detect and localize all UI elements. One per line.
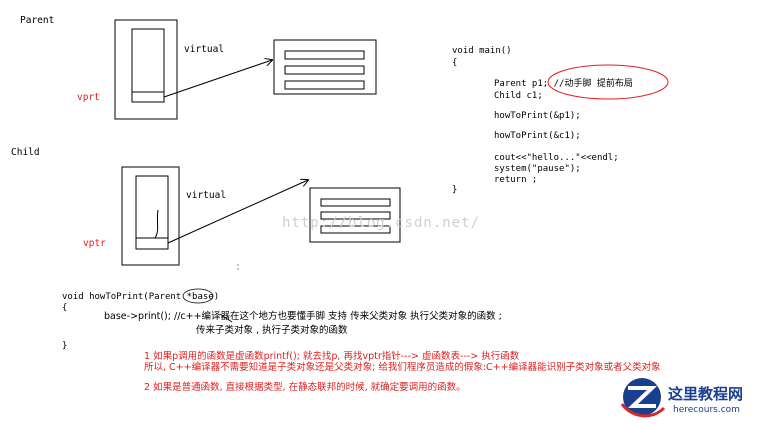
note-line: 2 如果是普通函数, 直接根据类型, 在静态联邦的时候, 就确定要调用的函数。 (144, 381, 466, 393)
parent-vtable-entry (284, 50, 365, 60)
child-vptr-slot (135, 237, 169, 250)
base-scribble (182, 288, 214, 304)
code-line: howToPrint(&p1); (494, 111, 581, 121)
logo-title: 这里教程网 (668, 385, 743, 403)
parent-vptr-arrow (163, 60, 272, 98)
parent-virtual-label: virtual (184, 44, 224, 55)
code-line: { (62, 303, 67, 313)
code-line: Child c1; (494, 91, 543, 101)
code-line: return ; (494, 175, 537, 185)
code-line: cout<<"hello..."<<endl; (494, 153, 619, 163)
code-line: } (452, 185, 457, 195)
highlight-ellipse (547, 64, 669, 100)
code-line: } (62, 341, 67, 351)
child-virtual-label: virtual (186, 190, 226, 201)
note-line: 所以, C++编译器不需要知道是子类对象还是父类对象; 给我们程序员造成的假象:… (144, 361, 661, 373)
code-line: { (452, 58, 457, 68)
child-vtable-entry (320, 225, 391, 234)
child-object-box (121, 166, 180, 266)
child-data-block (135, 175, 169, 239)
child-vtable-entry (320, 211, 391, 220)
how-to-print-block: void howToPrint(Parent *base) { base->pr… (62, 292, 502, 351)
code-line: void howToPrint(Parent *base) (62, 292, 219, 302)
code-line: system("pause"); (494, 164, 581, 174)
watermark: http://blog.csdn.net/ (282, 215, 480, 231)
child-vptr-label: vptr (83, 238, 106, 249)
parent-vtable-entry (284, 80, 365, 90)
code-line: 传来子类对象 , 执行子类对象的函数 (196, 324, 348, 336)
main-code-block: void main() { Parent p1; //动手脚 提前布局 Chil… (452, 46, 633, 195)
logo-z-mark (627, 386, 658, 408)
child-label: Child (11, 147, 40, 158)
parent-vptr-slot (131, 91, 165, 103)
parent-label: Parent (20, 15, 54, 26)
parent-vtable-entry (284, 65, 365, 75)
site-logo: 这里教程网 herecours.com (620, 378, 743, 418)
logo-url: herecours.com (673, 405, 740, 415)
parent-vtable-box (273, 39, 377, 95)
child-vtable-entry (320, 198, 391, 207)
code-line: howToPrint(&c1); (494, 131, 581, 141)
parent-data-block (131, 28, 165, 93)
code-line: Parent p1; //动手脚 提前布局 (494, 77, 633, 89)
code-line: void main() (452, 46, 512, 56)
child-vtable-box (309, 187, 401, 243)
child-scribble (154, 209, 159, 239)
parent-object-box (114, 19, 178, 120)
note-line: 1 如果p调用的函数是虚函数printf(); 就去找p, 再找vptr指针--… (144, 350, 520, 362)
comment-strike (219, 313, 233, 323)
logo-swoosh (620, 403, 666, 418)
parent-vprt-label: vprt (77, 92, 100, 103)
child-vptr-arrow (167, 180, 308, 244)
code-line: base->print(); //c++编译器在这个地方也要懂手脚 支持 传来父… (104, 310, 502, 322)
